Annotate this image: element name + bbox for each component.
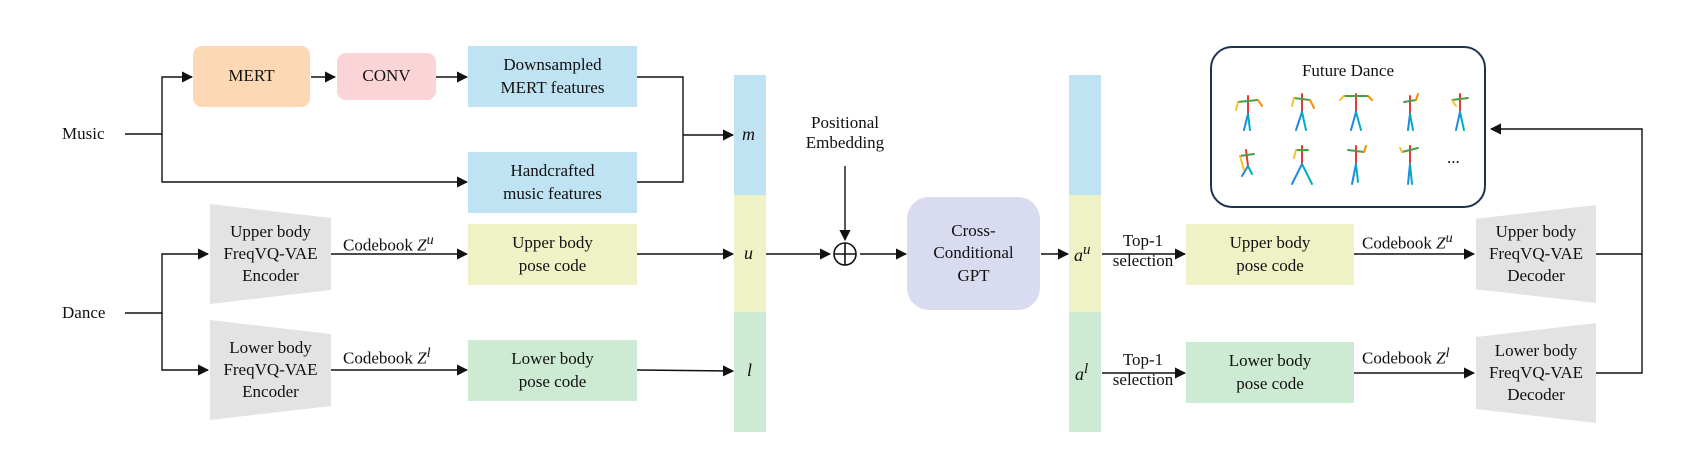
top1-selection-lower: Top-1 selection [1112,350,1174,389]
upper-body-decoder: Upper body FreqVQ-VAE Decoder [1476,205,1596,303]
token-a-l: al [1075,361,1089,384]
lower-body-decoder: Lower body FreqVQ-VAE Decoder [1476,323,1596,423]
skeleton-figure-icon [1339,93,1373,131]
output-strip-music [1069,75,1101,195]
positional-embedding-label: Positional Embedding [805,113,885,152]
conv-block: CONV [337,53,436,100]
upper-codebook-label-in: Codebook Zu [343,232,434,255]
lower-codebook-label-in: Codebook Zl [343,345,431,368]
upper-codebook-label-out: Codebook Zu [1362,230,1453,253]
mert-block: MERT [193,46,310,107]
token-l: l [747,360,753,380]
skeleton-figure-icon [1451,93,1469,131]
skeleton-figure-icon [1291,93,1315,131]
lower-body-pose-code-in: Lower body pose code [468,340,637,401]
token-m: m [742,124,755,144]
future-dance-title: Future Dance [1301,61,1395,80]
upper-body-pose-code-in: Upper body pose code [468,224,637,285]
output-strip-lower [1069,312,1101,432]
lower-body-pose-code-out: Lower body pose code [1186,342,1354,403]
future-dance-panel: Future Dance [1210,46,1486,208]
cross-conditional-gpt-block: Cross- Conditional GPT [907,197,1040,310]
top1-selection-upper: Top-1 selection [1112,231,1174,270]
handcrafted-music-features-block: Handcrafted music features [468,152,637,213]
skeleton-figure-icon [1403,93,1419,131]
lower-body-encoder: Lower body FreqVQ-VAE Encoder [210,320,331,420]
skeleton-figure-icon [1239,149,1255,177]
token-u: u [744,243,753,263]
token-a-u: au [1074,242,1091,265]
upper-body-encoder: Upper body FreqVQ-VAE Encoder [210,204,331,304]
token-strip-lower [734,312,766,432]
dance-input-label: Dance [62,303,106,322]
skeleton-figure-icon [1235,95,1263,131]
token-strip-music [734,75,766,195]
ellipsis: ... [1447,148,1460,167]
upper-body-pose-code-out: Upper body pose code [1186,224,1354,285]
skeleton-figure-icon [1291,145,1313,185]
oplus-icon [833,242,857,266]
skeleton-figure-icon [1399,145,1419,185]
lower-codebook-label-out: Codebook Zl [1362,345,1450,368]
skeleton-figures [1235,93,1469,185]
skeleton-figure-icon [1347,145,1367,185]
token-strip-upper [734,195,766,312]
music-input-label: Music [62,124,105,143]
downsampled-mert-features-block: Downsampled MERT features [468,46,637,107]
output-strip-upper [1069,195,1101,312]
